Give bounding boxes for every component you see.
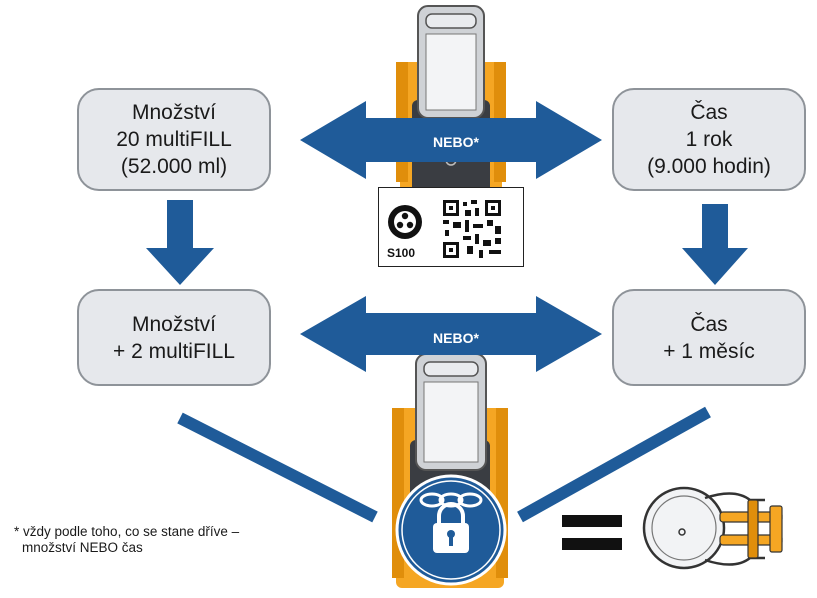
time-amount: 1 rok <box>685 128 733 151</box>
footnote-line-2: množství NEBO čas <box>22 540 143 555</box>
chain-lock-icon <box>395 474 507 586</box>
device-label-card: S100 <box>378 187 524 267</box>
time-title: Čas <box>690 101 728 124</box>
bottom-double-arrow <box>300 296 602 372</box>
quantity-extension-box: Množství + 2 multiFILL <box>77 289 271 386</box>
footnote-line-1: * vždy podle toho, co se stane dříve – <box>14 524 240 539</box>
footnote: * vždy podle toho, co se stane dříve – m… <box>14 524 334 556</box>
lubricant-code: S100 <box>387 246 416 260</box>
time-extension-box: Čas + 1 měsíc <box>612 289 806 386</box>
pump-element-icon <box>642 486 783 570</box>
quantity-extension-amount: + 2 multiFILL <box>113 339 235 363</box>
time-extension-title: Čas <box>690 312 728 336</box>
time-box: Čas 1 rok (9.000 hodin) <box>612 88 806 191</box>
left-diagonal-line <box>177 412 378 523</box>
right-diagonal-line <box>517 406 711 523</box>
quantity-box: Množství 20 multiFILL (52.000 ml) <box>77 88 271 191</box>
qr-code-icon <box>441 198 503 260</box>
quantity-volume: (52.000 ml) <box>120 155 228 178</box>
top-arrow-label: NEBO* <box>433 134 479 150</box>
top-double-arrow <box>300 101 602 179</box>
time-extension-amount: + 1 měsíc <box>663 339 755 363</box>
left-down-arrow <box>146 200 214 285</box>
right-down-arrow <box>682 204 748 285</box>
bottom-arrow-label: NEBO* <box>433 330 479 346</box>
quantity-amount: 20 multiFILL <box>116 128 232 151</box>
quantity-title: Množství <box>131 101 217 124</box>
quantity-extension-title: Množství <box>131 312 217 336</box>
time-hours: (9.000 hodin) <box>647 155 771 178</box>
lubricant-s100-icon <box>388 205 422 239</box>
label-graphics <box>388 198 503 260</box>
lubricator-device-icon <box>396 5 506 200</box>
equals-icon <box>562 515 622 550</box>
